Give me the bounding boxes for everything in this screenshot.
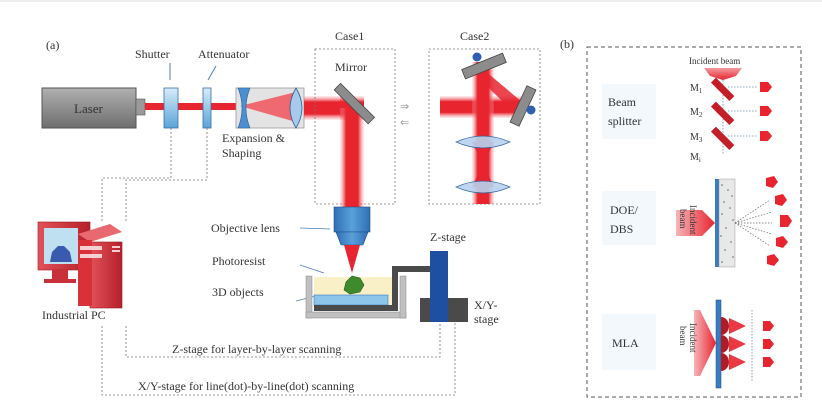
doe-label-bg (602, 191, 656, 245)
attenuator-pointer (207, 65, 217, 81)
m1-label: M (690, 83, 699, 94)
split-output-spots (760, 82, 772, 141)
objective-pointer (299, 227, 331, 230)
mla-label-bg (602, 314, 656, 370)
expanding-beam (240, 92, 296, 122)
case2-pivot-right (526, 105, 536, 115)
doe-plate (715, 179, 719, 267)
mirror-case1 (333, 82, 376, 125)
m1-sub: 1 (699, 87, 703, 95)
beam-splitter-label-1: Beam (608, 95, 637, 109)
objective-lens-body (333, 206, 371, 233)
case1-label: Case1 (335, 29, 364, 43)
tray-left-wall (305, 275, 313, 319)
doe-diffraction-lines (734, 199, 773, 247)
attenuator (202, 87, 212, 129)
concave-lens (237, 87, 251, 129)
objective-lens-label: Objective lens (211, 221, 280, 235)
panel-a-tag: (a) (46, 38, 59, 52)
switch-arrow-left-icon: ⇐ (400, 116, 409, 129)
svg-text:M1: M1 (690, 83, 703, 95)
case2-beam-vertical (472, 62, 494, 204)
svg-text:M2: M2 (690, 107, 703, 119)
splitter-mirrors (710, 77, 735, 151)
shutter (163, 87, 179, 129)
case1-box (314, 48, 396, 205)
xy-stage-label-1: X/Y- (474, 298, 497, 312)
doe-element (718, 178, 736, 268)
doe-incident-label-2: beam (678, 209, 688, 229)
z-stage (430, 251, 448, 322)
microlenses (721, 317, 729, 371)
mla-focus-cones (729, 318, 746, 370)
mla-incident-label-2: beam (678, 326, 688, 346)
expansion-label-1: Expansion & (222, 131, 286, 145)
objective-lens-tip (335, 231, 369, 246)
substrate (313, 294, 389, 306)
panel-b-box (586, 46, 802, 398)
mla-incident-arrow (694, 310, 716, 376)
beam-splitter-label-bg (602, 84, 656, 139)
m3-label: M (690, 132, 699, 143)
mi-sub: i (699, 156, 701, 164)
z-stage-arm (314, 266, 434, 311)
mirror-label: Mirror (335, 60, 367, 74)
doe-label-2: DBS (610, 222, 633, 236)
m3-sub: 3 (699, 136, 703, 144)
panel-b-tag: (b) (560, 37, 574, 51)
incident-beam-label: Incident beam (689, 56, 740, 66)
mla-plate (715, 299, 722, 389)
case2-beam-diagonal (480, 70, 522, 110)
switch-arrow-right-icon: ⇒ (400, 100, 409, 113)
z-scan-label: Z-stage for layer-by-layer scanning (172, 342, 341, 356)
3d-objects-label: 3D objects (212, 285, 264, 299)
m2-sub: 2 (699, 111, 703, 119)
mirror-labels: M1 M2 M3 Mi (690, 83, 703, 164)
top-border (0, 0, 822, 2)
laser-label: Laser (74, 101, 104, 116)
doe-incident-arrow (676, 210, 715, 236)
tray-right-wall (399, 275, 407, 319)
convex-lens (289, 87, 303, 129)
split-beam-lines (728, 86, 758, 137)
beam-splitter-label-2: splitter (608, 114, 641, 128)
photoresist-label: Photoresist (212, 254, 266, 268)
photoresist-pointer (299, 264, 325, 274)
doe-label-1: DOE/ (610, 203, 639, 217)
shutter-label: Shutter (135, 47, 170, 61)
industrial-pc-icon (37, 221, 123, 309)
doe-incident-label-1: Incident (688, 205, 698, 235)
beam-down (340, 108, 364, 213)
m2-label: M (690, 107, 699, 118)
doe-output-spots (766, 176, 792, 266)
case2-lens-2 (455, 180, 511, 194)
case2-lens-1 (455, 135, 511, 149)
mla-label: MLA (612, 336, 639, 350)
svg-text:M3: M3 (690, 132, 703, 144)
case2-mirror-top (461, 52, 507, 80)
case2-label: Case2 (460, 29, 489, 43)
laser-beam-thin (145, 103, 240, 110)
control-lines (101, 128, 456, 396)
case2-pivot-top (472, 52, 482, 62)
xy-stage-label-2: stage (474, 312, 499, 326)
doe-texture (720, 184, 734, 263)
xy-scan-label: X/Y-stage for line(dot)-by-line(dot) sca… (138, 379, 354, 393)
mla-output-spots (763, 321, 774, 367)
3d-object (343, 275, 365, 295)
incident-beam-arrow (704, 68, 742, 80)
z-stage-label: Z-stage (430, 230, 466, 244)
tray-bottom (305, 311, 407, 319)
attenuator-label: Attenuator (198, 47, 249, 61)
laser-aperture (135, 98, 146, 116)
laser-box (41, 87, 137, 129)
expansion-label-2: Shaping (222, 146, 261, 160)
mi-label: M (690, 152, 699, 163)
industrial-pc-label: Industrial PC (42, 308, 106, 322)
svg-text:Mi: Mi (690, 152, 701, 164)
mla-incident-label-1: Incident (688, 323, 698, 353)
focused-beam (344, 245, 360, 273)
